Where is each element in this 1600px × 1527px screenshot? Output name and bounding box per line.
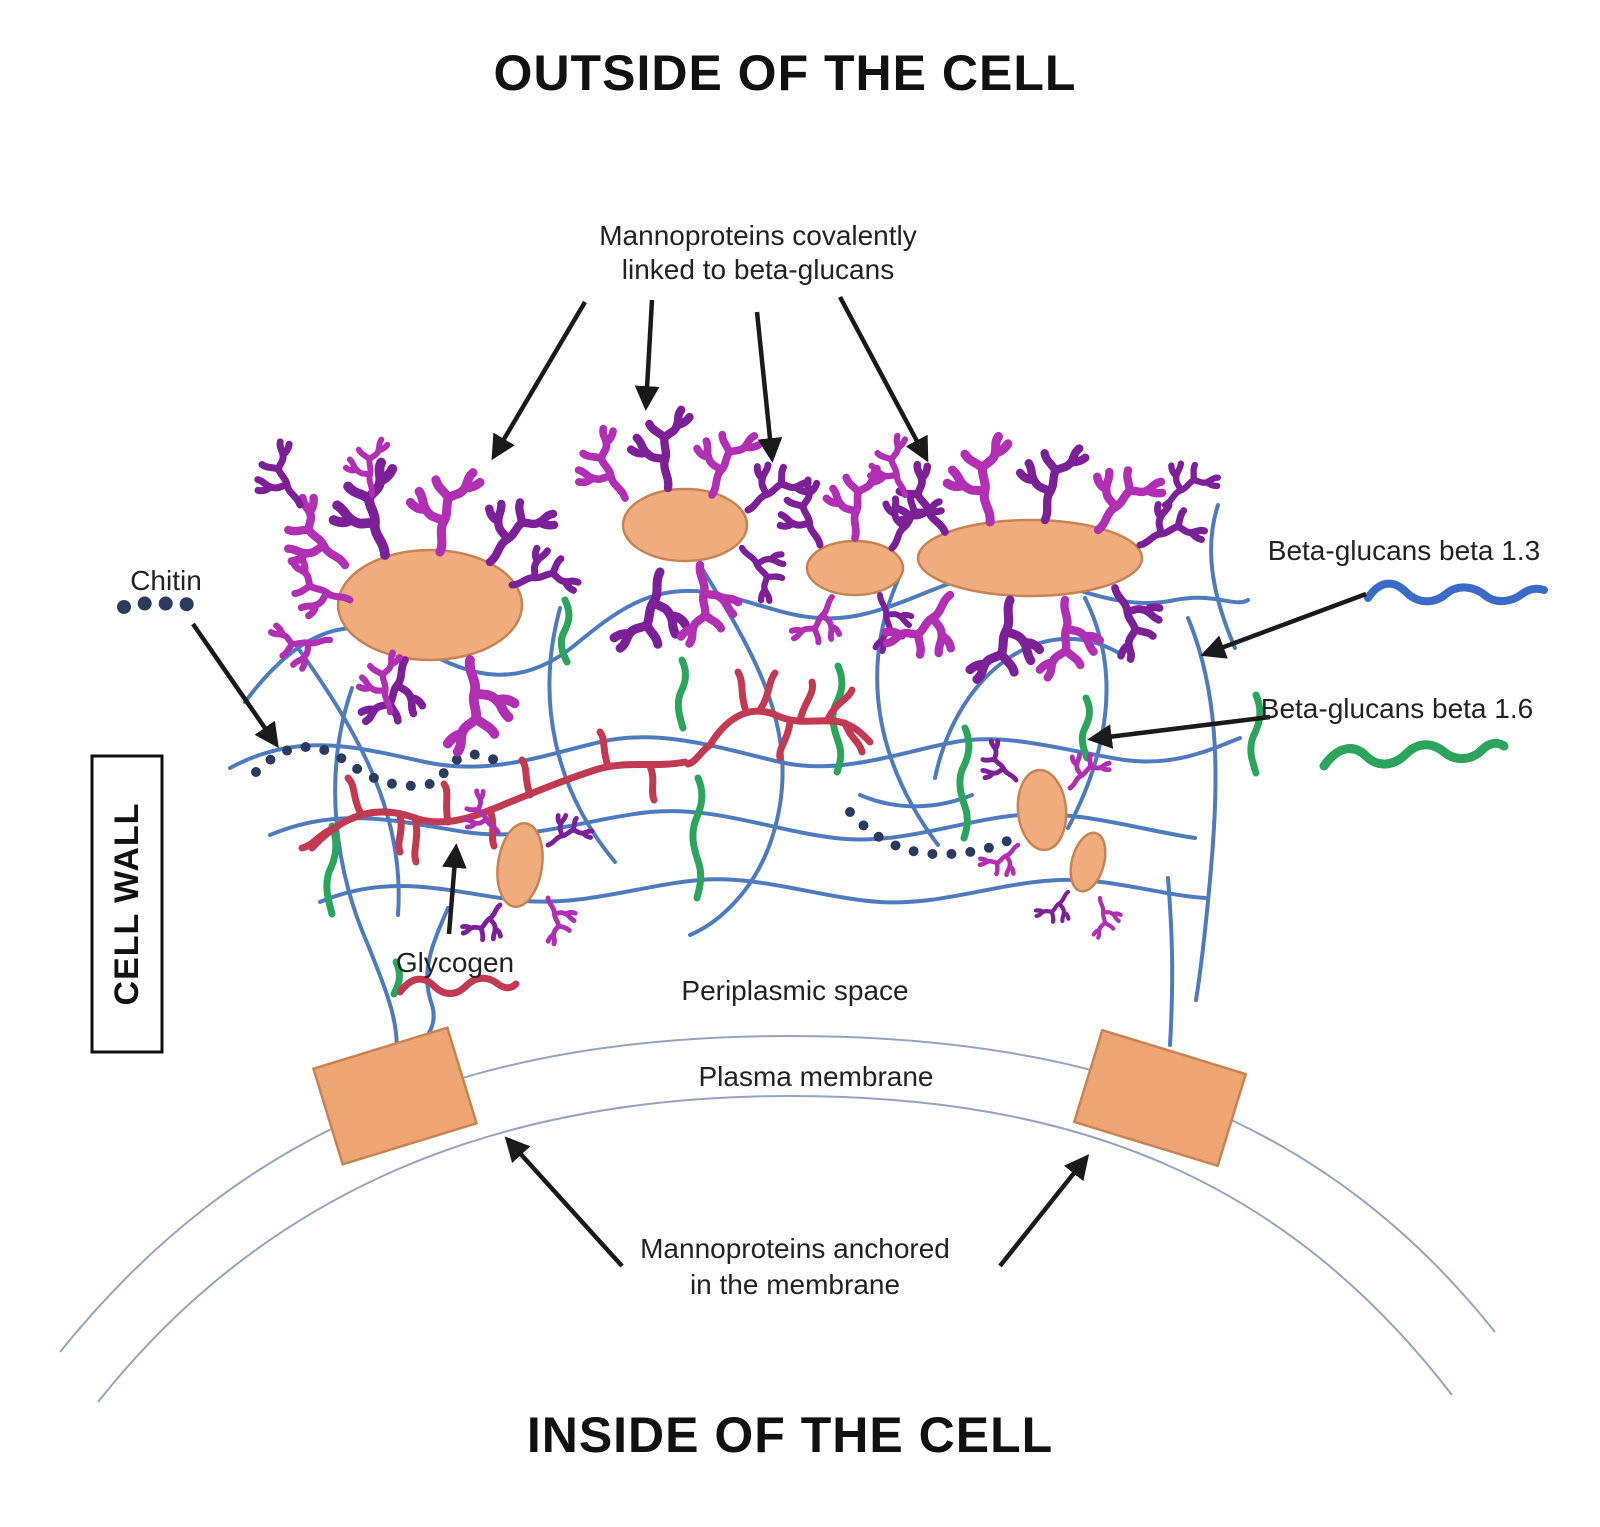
mannoprotein-ellipse	[916, 518, 1144, 598]
arrow-glycogen	[442, 843, 467, 935]
anchored-mannoprotein-right	[1072, 1028, 1248, 1168]
plasma-membrane-arcs	[59, 1034, 1496, 1403]
beta16-label: Beta-glucans beta 1.6	[1261, 693, 1533, 724]
membrane-inner-line	[97, 1094, 1453, 1403]
mannoproteins-anchored-label-line2: in the membrane	[690, 1269, 900, 1300]
arrow-beta13	[1200, 591, 1367, 659]
arrow-chitin	[191, 622, 279, 749]
mannoprotein-ellipse	[336, 548, 524, 662]
glycogen-label: Glycogen	[396, 947, 514, 978]
chitin-chains	[251, 742, 1019, 860]
mannoprotein-ellipse	[621, 487, 749, 563]
mannoproteins-top-label-line1: Mannoproteins covalently	[599, 220, 917, 251]
mannoprotein-ellipse	[805, 539, 905, 597]
anchored-mannoprotein-left	[311, 1026, 479, 1166]
arrow-mannoproteins-1	[491, 300, 587, 461]
beta13-label: Beta-glucans beta 1.3	[1268, 535, 1540, 566]
membrane-outer-line	[59, 1034, 1496, 1353]
mannoproteins-top-label-line2: linked to beta-glucans	[622, 254, 894, 285]
cell-wall-box: CELL WALL	[90, 754, 164, 1054]
title-outside: OUTSIDE OF THE CELL	[494, 45, 1077, 101]
anchored-mannoproteins	[311, 1026, 1248, 1168]
plasma-membrane-label: Plasma membrane	[699, 1061, 934, 1092]
beta16-legend-squiggle	[1319, 738, 1509, 771]
arrow-anchored-left	[504, 1136, 624, 1268]
beta-glucan-1-6-strands	[323, 596, 1264, 998]
arrow-mannoproteins-2	[634, 299, 660, 411]
chitin-label: Chitin	[130, 565, 202, 596]
annotation-arrows	[191, 295, 1367, 1268]
arrow-beta16	[1087, 714, 1271, 749]
glycogen-legend-squiggle	[396, 974, 520, 997]
cell-wall-label: CELL WALL	[108, 803, 146, 1006]
chitin-legend-dots	[117, 596, 213, 614]
title-inside: INSIDE OF THE CELL	[527, 1407, 1053, 1463]
glycogen-structures	[298, 668, 874, 866]
mannoprotein-ellipse	[496, 822, 544, 908]
arrow-mannoproteins-4	[838, 295, 929, 463]
mannoproteins	[336, 487, 1144, 908]
arrow-mannoproteins-3	[754, 311, 783, 463]
periplasmic-space-label: Periplasmic space	[681, 975, 908, 1006]
beta13-legend-squiggle	[1364, 579, 1548, 606]
mannoproteins-anchored-label-line1: Mannoproteins anchored	[640, 1233, 950, 1264]
mannoprotein-ellipse	[1016, 768, 1068, 852]
arrow-anchored-right	[998, 1154, 1090, 1268]
mannoprotein-ellipse	[1069, 831, 1107, 893]
